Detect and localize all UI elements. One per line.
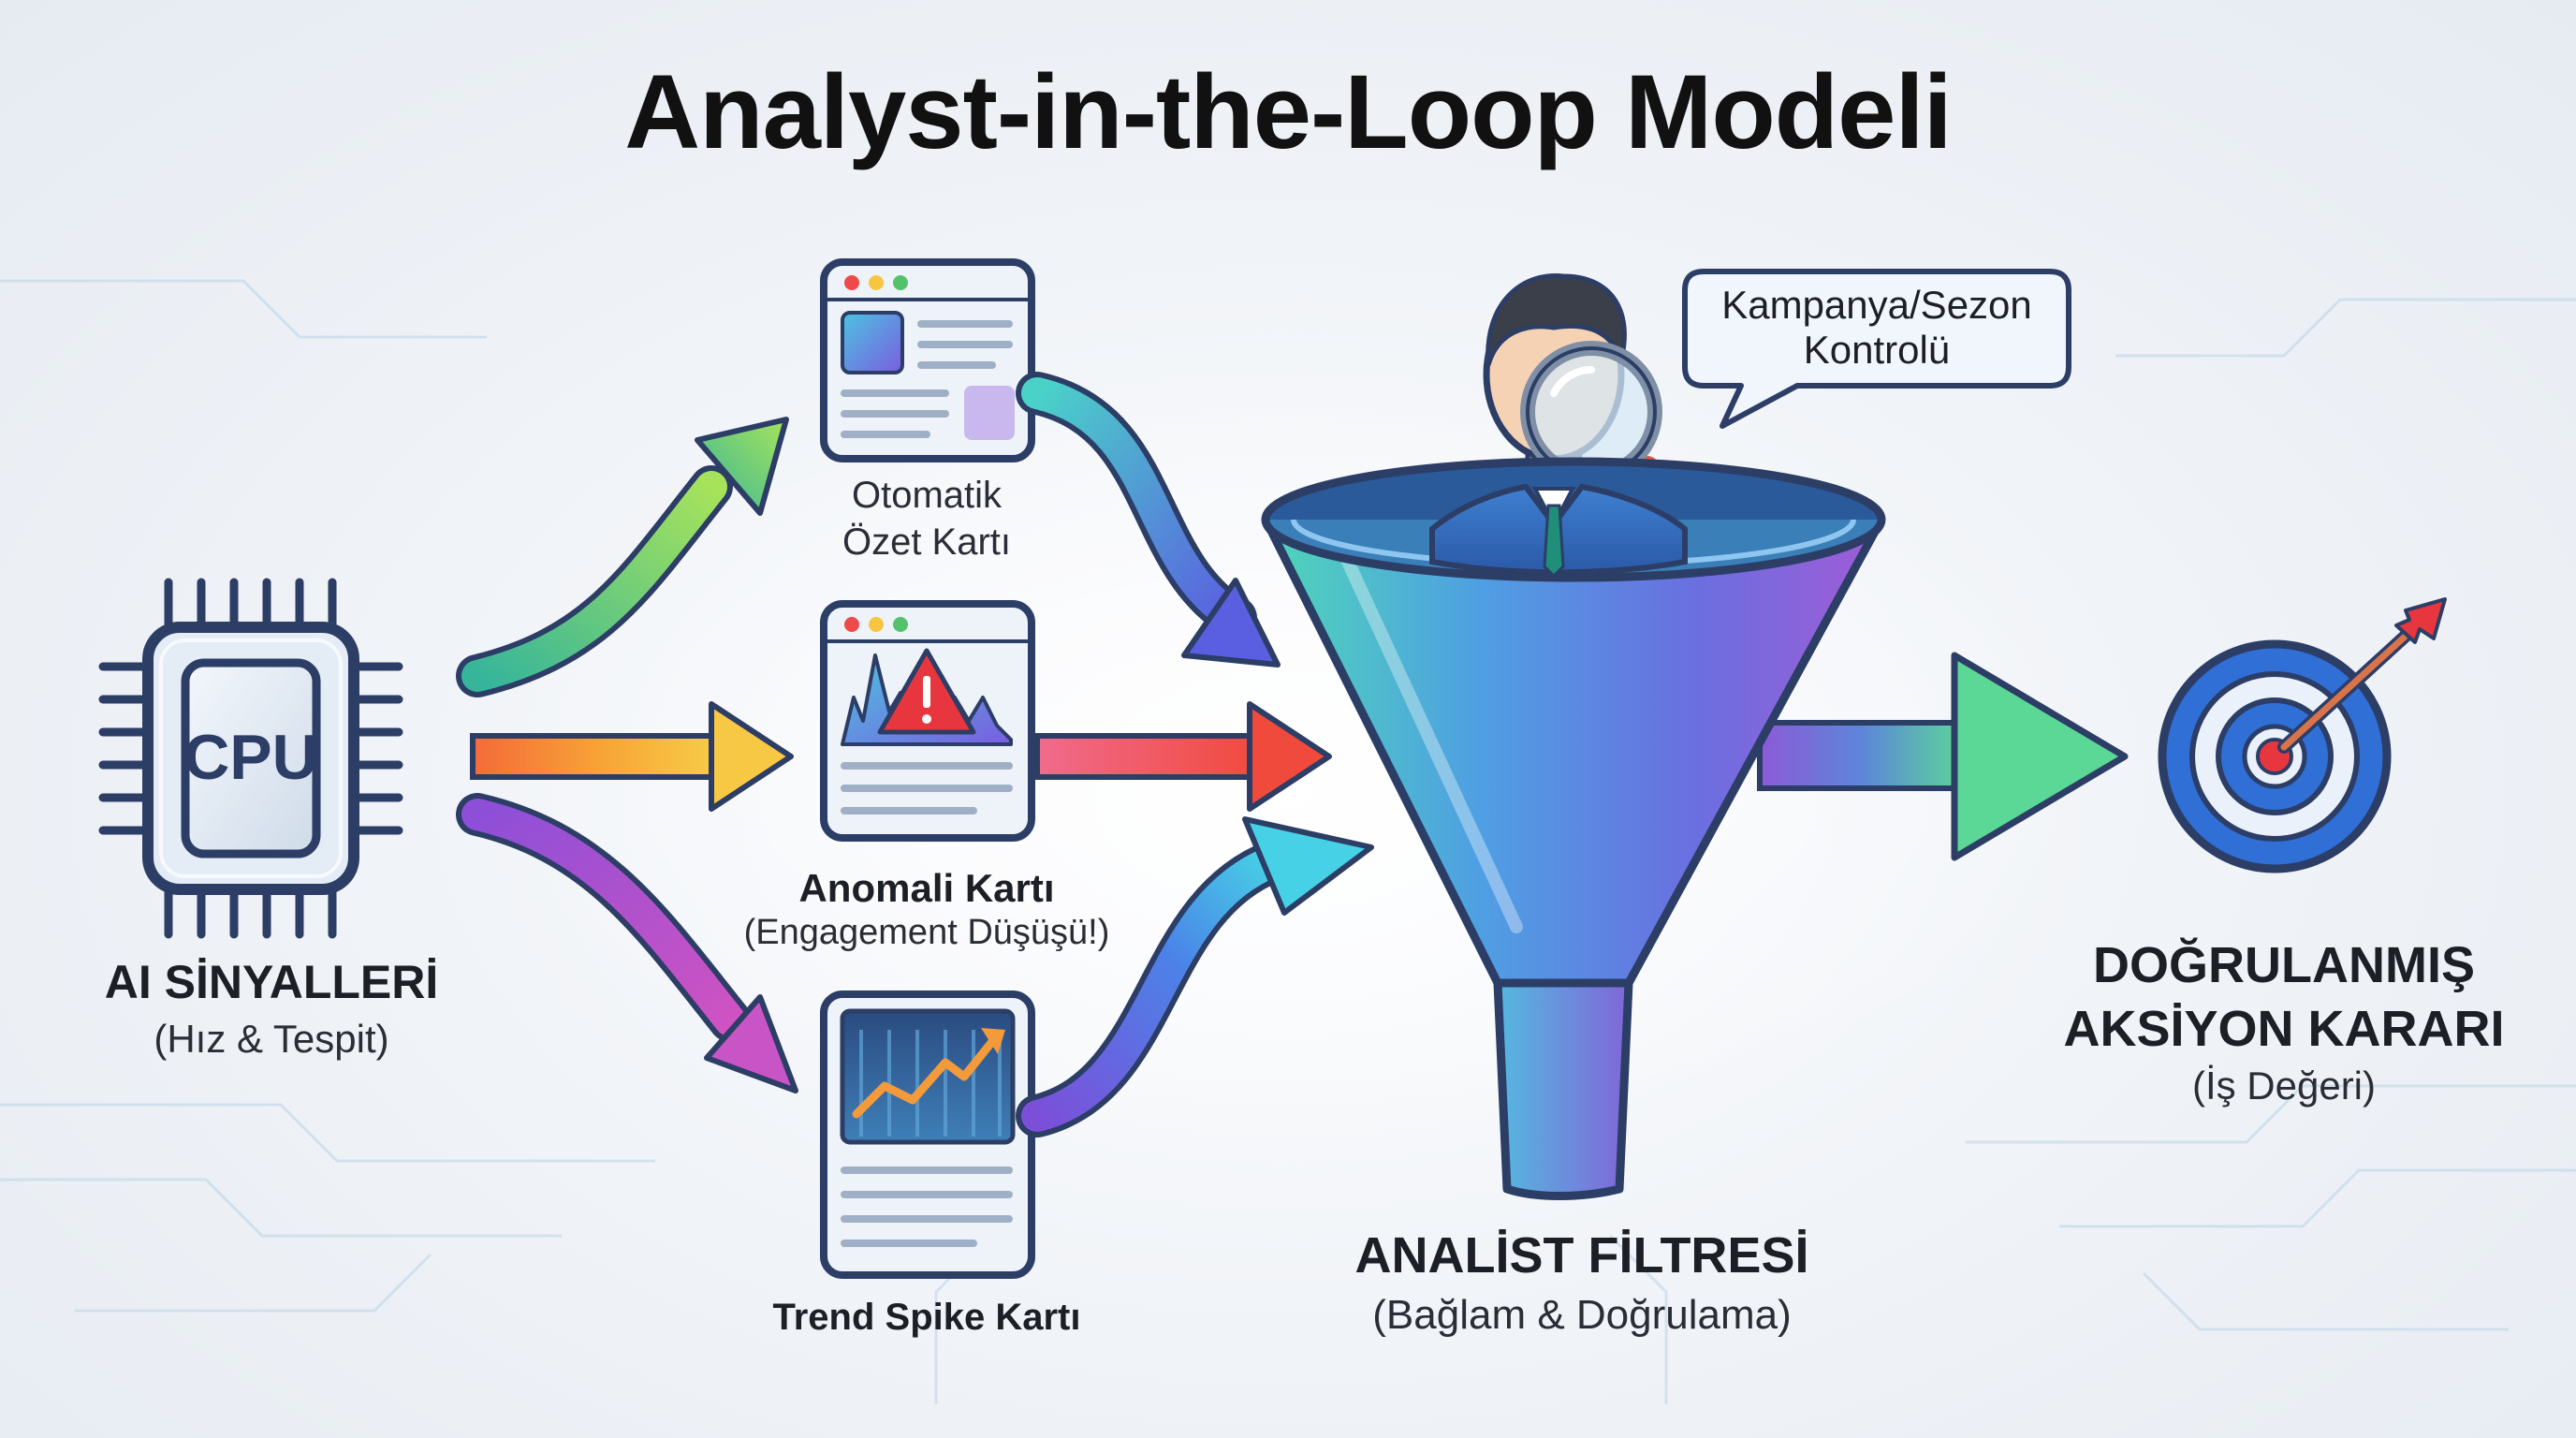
analyst-filter-subtitle: (Bağlam & Doğrulama)	[1372, 1292, 1792, 1338]
speech-bubble: Kampanya/Sezon Kontrolü	[1682, 269, 2071, 429]
arrow-cpu-to-summary	[456, 417, 789, 697]
speech-bubble-line1: Kampanya/Sezon	[1721, 283, 2032, 327]
anomaly-card-title: Anomali Kartı	[798, 866, 1055, 910]
ai-signals-subtitle: (Hız & Tespit)	[154, 1017, 389, 1061]
anomaly-card-subtitle: (Engagement Düşüşü!)	[743, 913, 1110, 952]
summary-card-icon	[820, 258, 1035, 462]
arrow-cpu-to-anomaly	[470, 701, 794, 812]
warning-icon	[877, 648, 976, 735]
trend-card-title: Trend Spike Kartı	[772, 1297, 1081, 1338]
summary-card-label-line2: Özet Kartı	[842, 521, 1012, 563]
result-title-line2: AKSİYON KARARI	[2063, 1001, 2505, 1057]
arrow-funnel-to-target	[1757, 652, 2129, 861]
arrow-anomaly-to-funnel	[1034, 701, 1332, 812]
summary-card-label-line1: Otomatik	[851, 475, 1003, 516]
arrow-cpu-to-trend	[456, 793, 798, 1093]
arrow-summary-to-funnel	[1016, 372, 1281, 668]
analyst-body-front	[1429, 483, 1688, 579]
cpu-label: CPU	[183, 722, 318, 793]
result-subtitle: (İş Değeri)	[2191, 1064, 2377, 1108]
result-title-line1: DOĞRULANMIŞ	[2093, 937, 2475, 993]
background-circuit-lines	[0, 279, 2576, 1404]
cpu-chip-icon: CPU	[98, 578, 403, 939]
speech-bubble-line2: Kontrolü	[1804, 328, 1950, 372]
page-title: Analyst-in-the-Loop Modeli	[624, 53, 1952, 170]
trend-card-icon	[820, 990, 1035, 1279]
ai-signals-title: AI SİNYALLERİ	[104, 956, 439, 1008]
anomaly-card-icon	[820, 600, 1035, 842]
target-icon	[2158, 597, 2447, 873]
arrow-trend-to-funnel	[1016, 816, 1374, 1137]
analyst-filter-title: ANALİST FİLTRESİ	[1354, 1227, 1809, 1284]
